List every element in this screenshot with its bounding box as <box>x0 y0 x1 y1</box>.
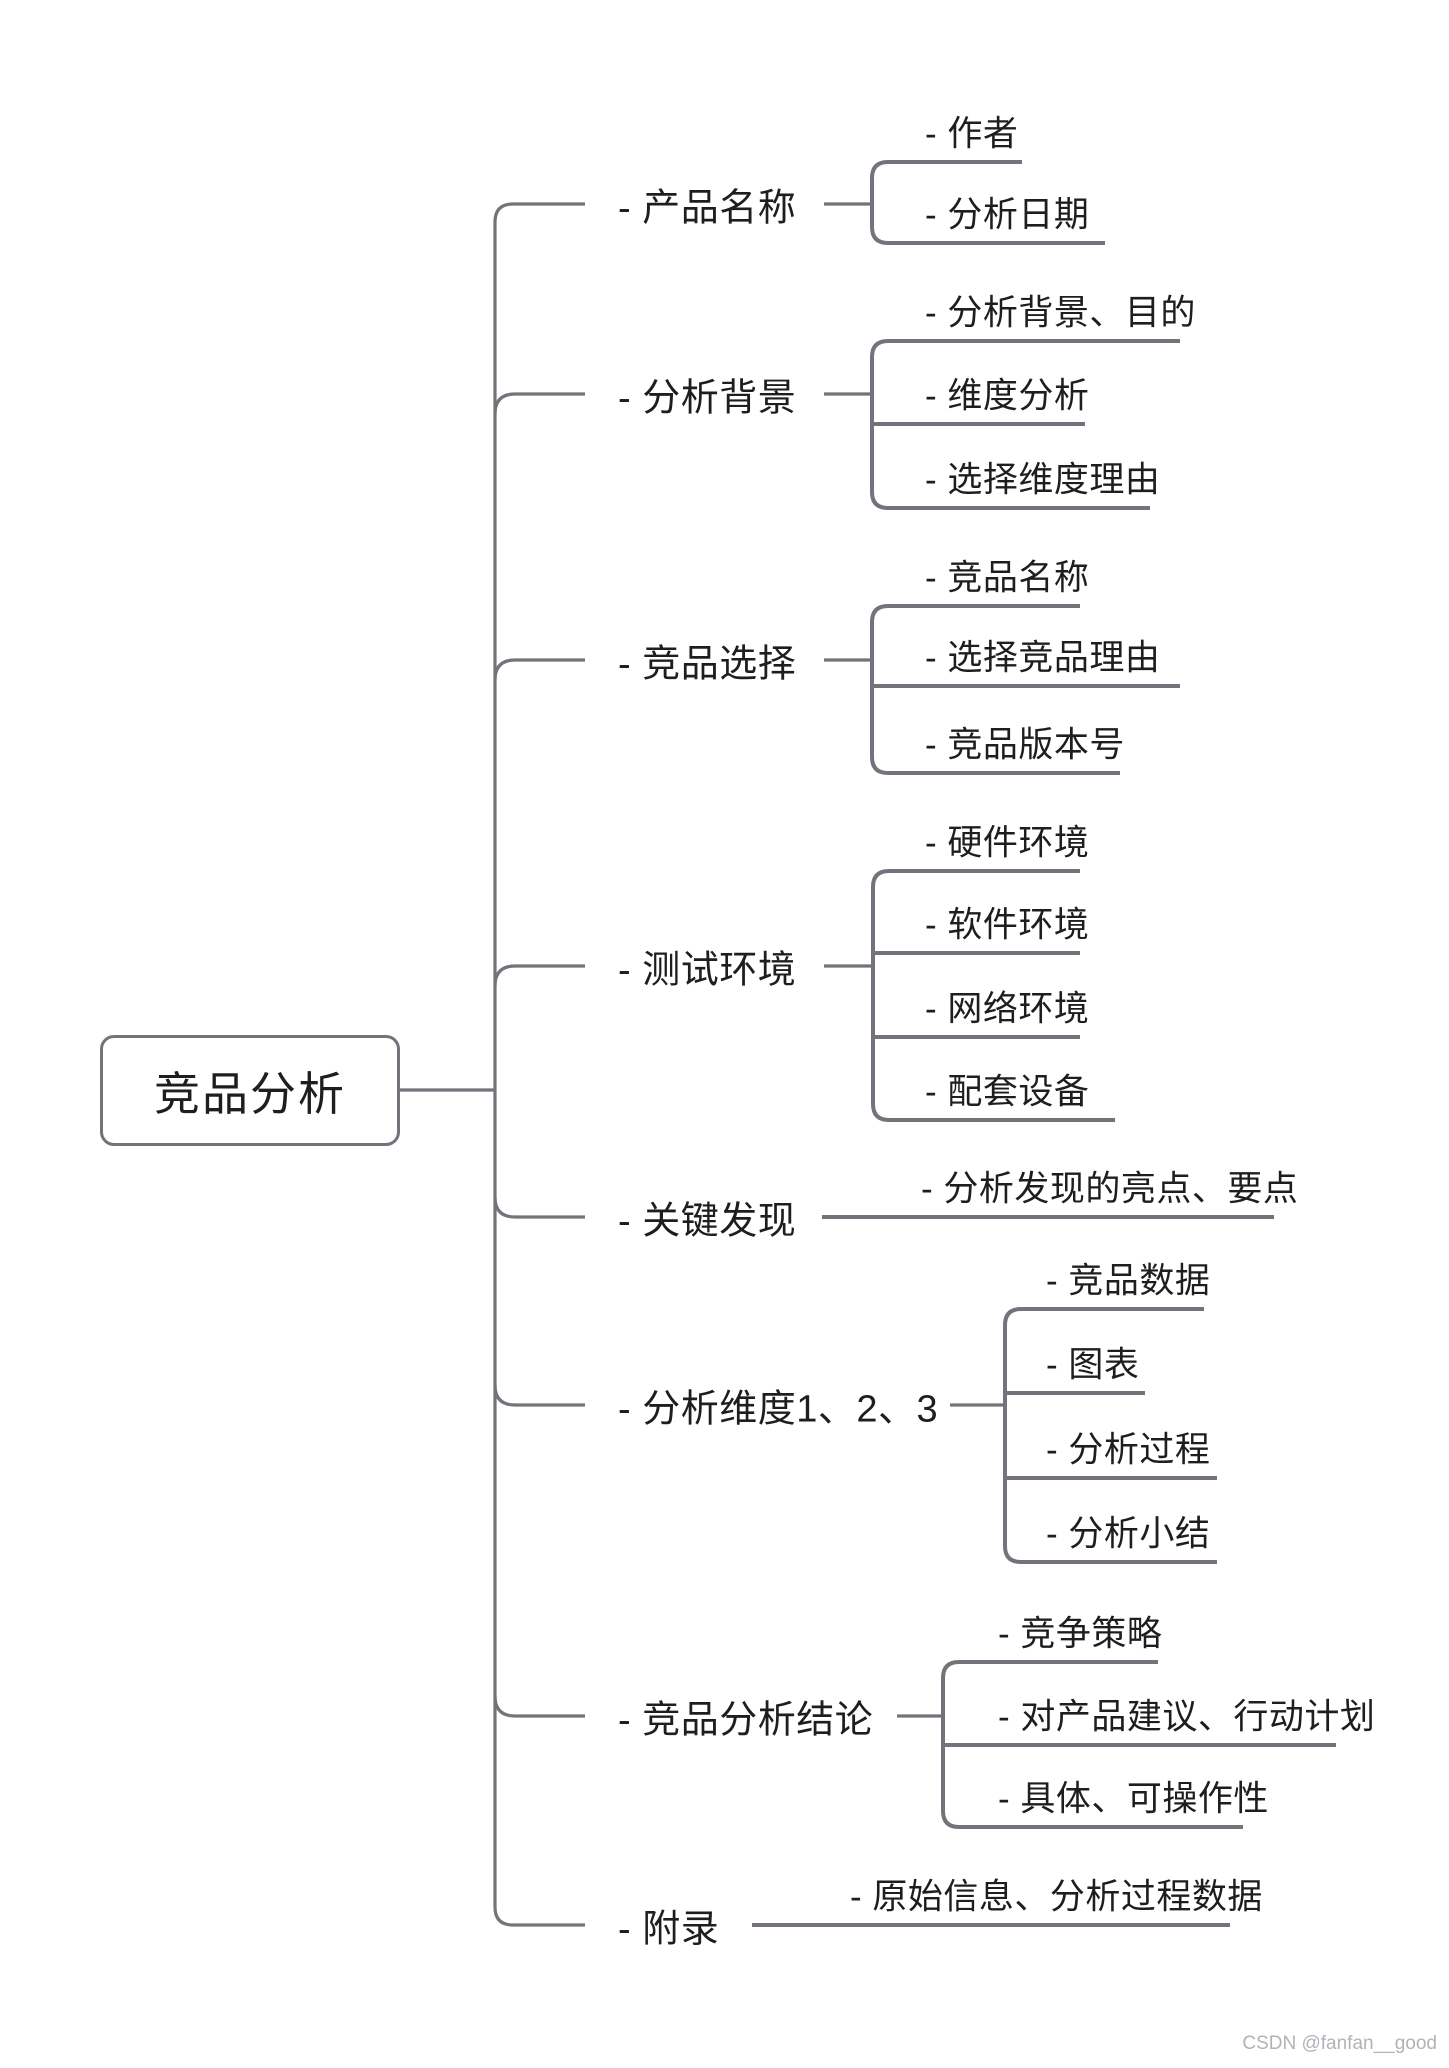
branch-node-label: - 测试环境 <box>618 949 797 992</box>
child-node-label: - 维度分析 <box>925 376 1090 416</box>
child-node-label: - 硬件环境 <box>925 823 1090 863</box>
branch-elbow-line <box>493 658 585 681</box>
child-node-label: - 具体、可操作性 <box>998 1779 1269 1819</box>
branch-elbow-line <box>493 1196 585 1219</box>
branch-node-label: - 关键发现 <box>618 1200 797 1243</box>
branch-node-label: - 分析维度1、2、3 <box>618 1388 939 1431</box>
branch-elbow-line <box>493 1695 585 1718</box>
branch-node-label: - 产品名称 <box>618 187 797 230</box>
child-node-label: - 竞品版本号 <box>925 725 1125 765</box>
branch-elbow-line <box>493 1384 585 1407</box>
children-bracket-line <box>1003 1307 1217 1564</box>
child-node-label: - 分析背景、目的 <box>925 293 1196 333</box>
children-bracket-line <box>870 604 1120 775</box>
watermark: CSDN @fanfan__good <box>1242 2033 1437 2054</box>
root-node-label: 竞品分析 <box>154 1067 346 1120</box>
child-node-label: - 分析小结 <box>1046 1514 1211 1554</box>
child-node-label: - 竞争策略 <box>998 1614 1163 1654</box>
branch-elbow-line <box>493 392 585 415</box>
branch-node-label: - 分析背景 <box>618 377 797 420</box>
child-node-label: - 图表 <box>1046 1345 1140 1385</box>
child-node-label: - 原始信息、分析过程数据 <box>850 1877 1263 1917</box>
spine-line <box>493 202 585 1927</box>
child-node-label: - 分析过程 <box>1046 1430 1211 1470</box>
branch-node-label: - 附录 <box>618 1908 720 1951</box>
children-bracket-line <box>870 160 1105 245</box>
child-node-label: - 竞品数据 <box>1046 1261 1211 1301</box>
child-node-label: - 作者 <box>925 114 1019 154</box>
child-node-label: - 对产品建议、行动计划 <box>998 1697 1376 1737</box>
child-node-label: - 网络环境 <box>925 989 1090 1029</box>
branch-elbow-line <box>493 964 585 987</box>
child-node-label: - 选择维度理由 <box>925 460 1161 500</box>
root-node: 竞品分析 <box>100 1035 400 1146</box>
child-node-label: - 分析发现的亮点、要点 <box>921 1169 1299 1209</box>
child-node-label: - 配套设备 <box>925 1072 1090 1112</box>
child-node-label: - 分析日期 <box>925 195 1090 235</box>
child-node-label: - 选择竞品理由 <box>925 638 1161 678</box>
child-node-label: - 竞品名称 <box>925 558 1090 598</box>
branch-node-label: - 竞品选择 <box>618 643 797 686</box>
branch-node-label: - 竞品分析结论 <box>618 1699 874 1742</box>
children-bracket-line <box>871 869 1115 1122</box>
child-node-label: - 软件环境 <box>925 905 1090 945</box>
